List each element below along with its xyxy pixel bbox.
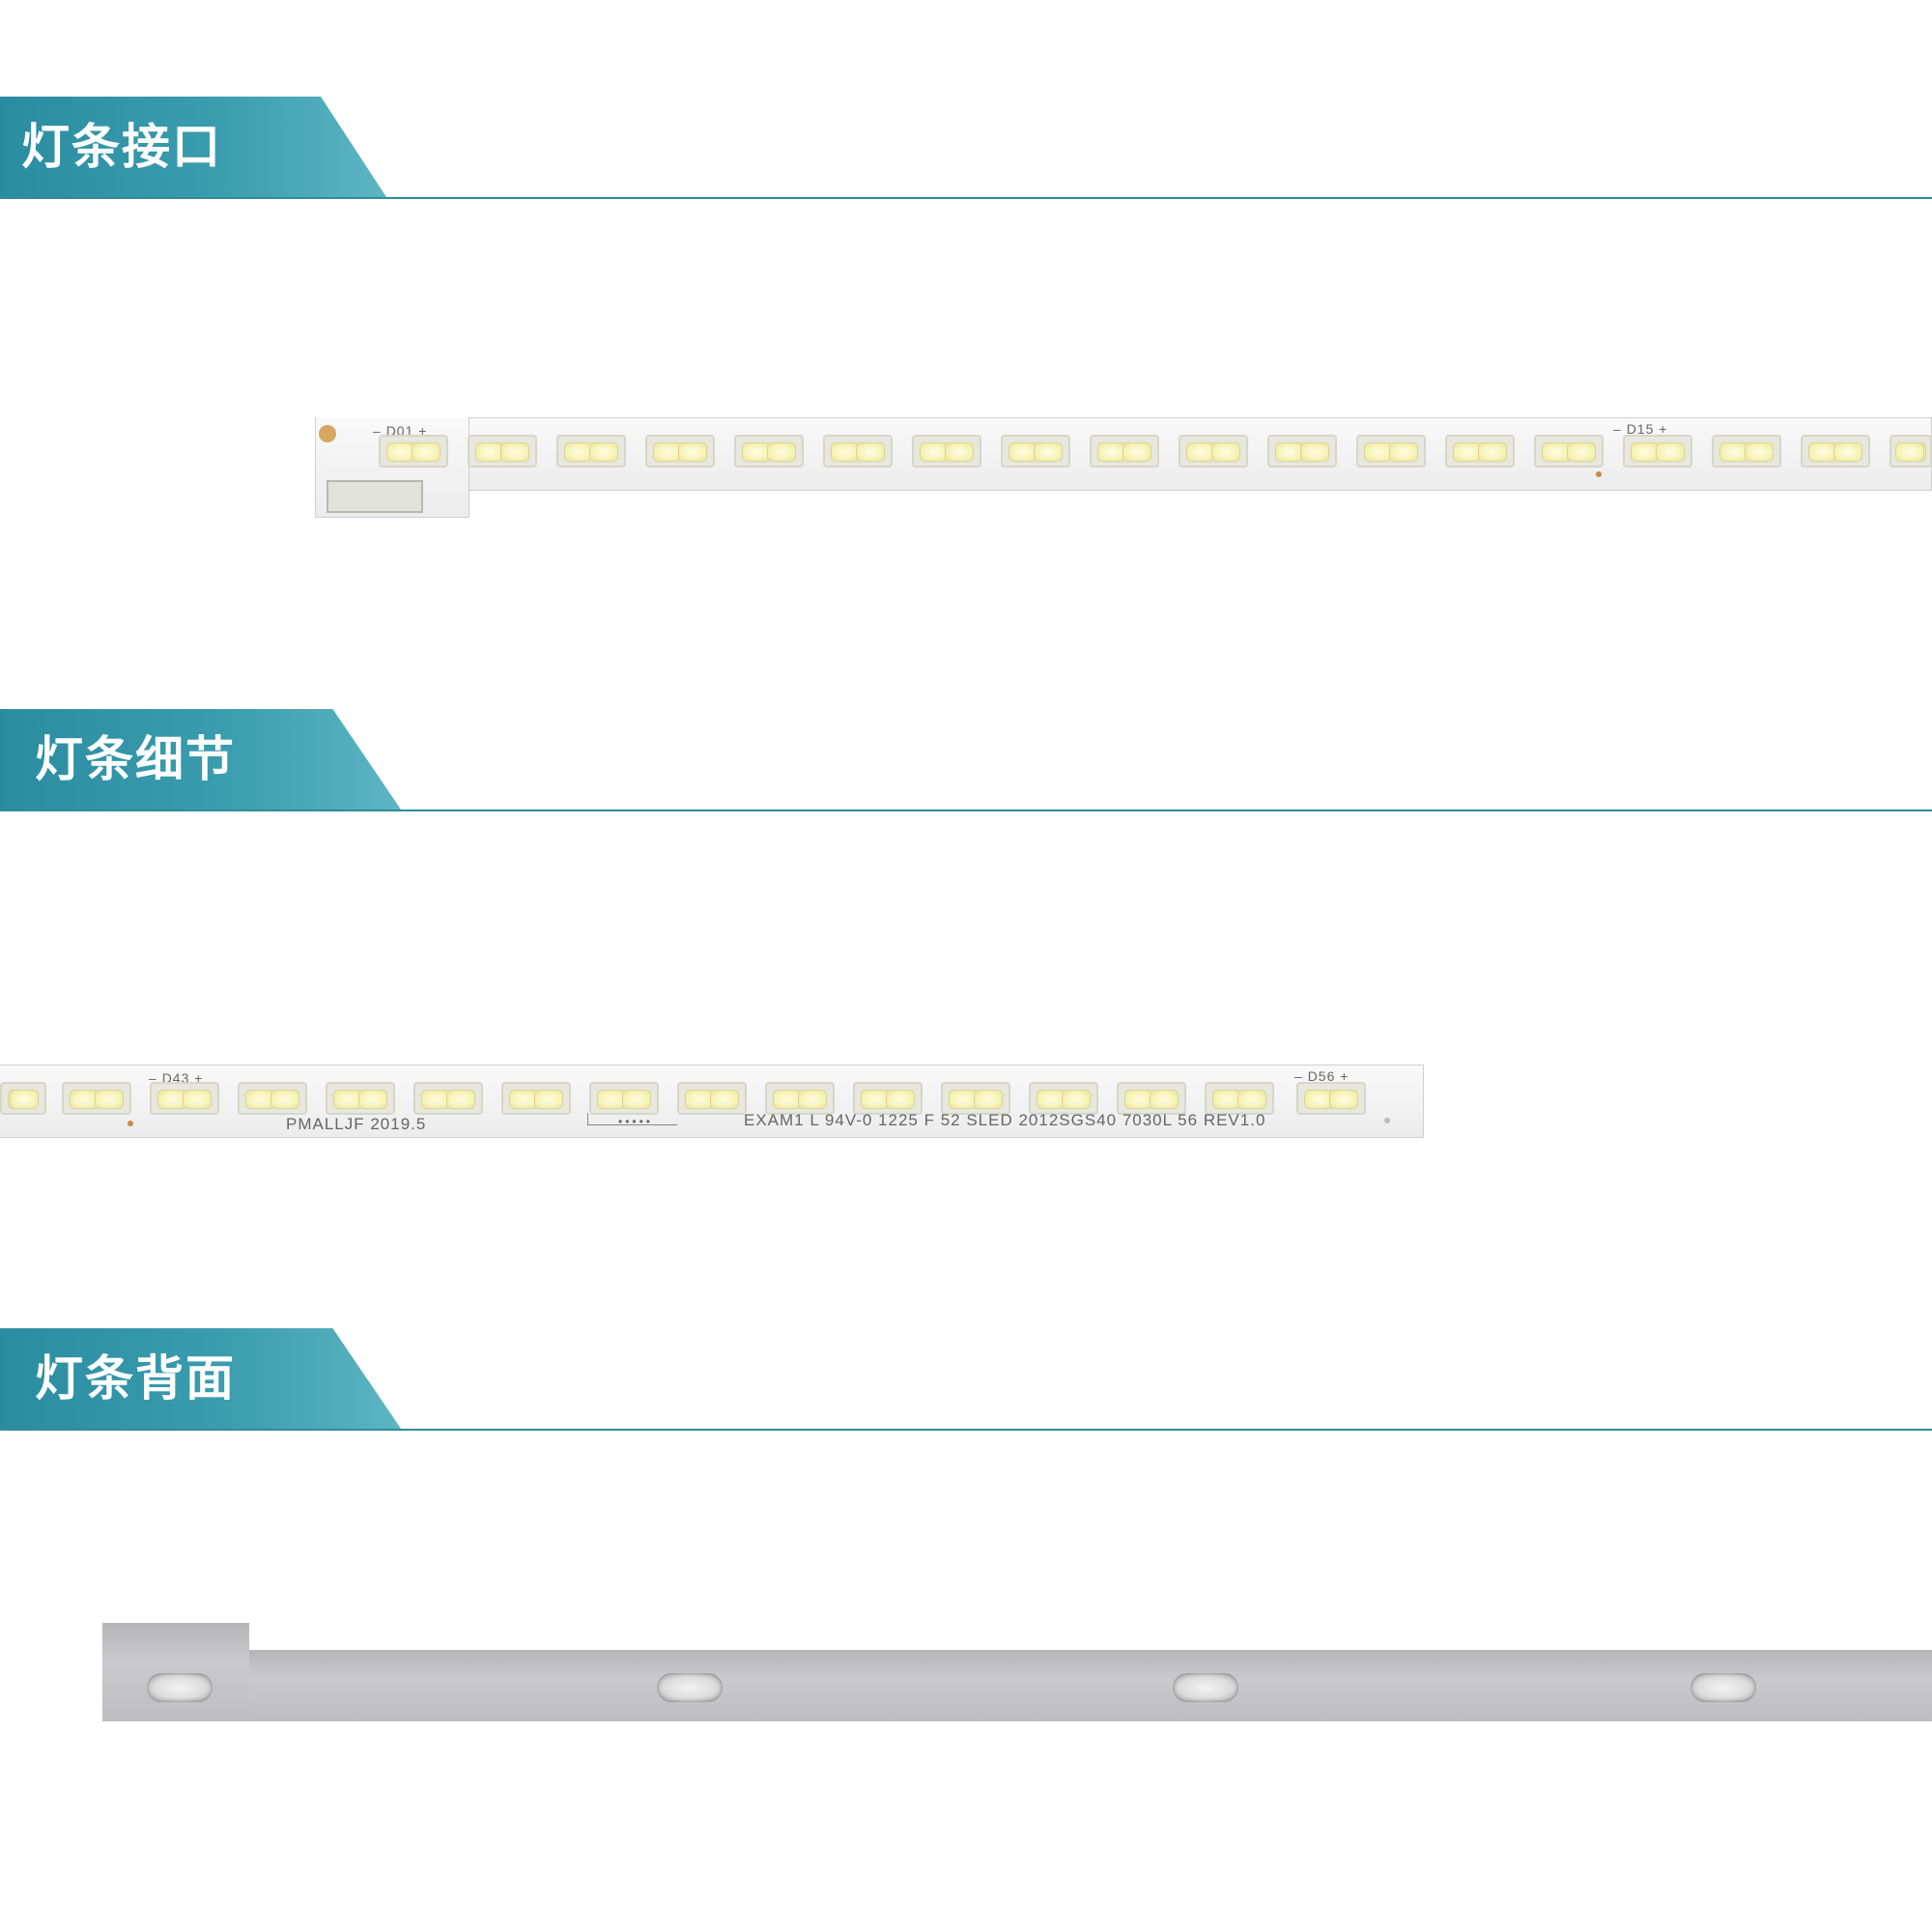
led: [1267, 435, 1337, 468]
led: [1534, 435, 1604, 468]
led: [677, 1082, 747, 1115]
mounting-hole: [657, 1673, 723, 1702]
led: [765, 1082, 835, 1115]
led: [941, 1082, 1010, 1115]
led: [1205, 1082, 1274, 1115]
solder-dot: [1596, 471, 1602, 477]
section-title: 灯条接口: [21, 119, 222, 175]
led: [1445, 435, 1515, 468]
mounting-dot: [1384, 1118, 1390, 1123]
section-header-interface: 灯条接口: [0, 97, 1932, 199]
led: [150, 1082, 219, 1115]
section-divider: [0, 810, 1932, 811]
led: [413, 1082, 483, 1115]
solder-dot: [128, 1121, 133, 1126]
led: [1117, 1082, 1186, 1115]
led: [853, 1082, 923, 1115]
led-marker-d56: – D56 +: [1294, 1068, 1350, 1084]
led: [1090, 435, 1159, 468]
led: [556, 435, 626, 468]
led: [379, 435, 448, 468]
section-divider: [0, 1429, 1932, 1431]
pcb-print-date: PMALLJF 2019.5: [286, 1115, 427, 1133]
mounting-dot: [319, 425, 336, 442]
section-tab: [0, 1328, 401, 1429]
led: [589, 1082, 659, 1115]
led: [1179, 435, 1248, 468]
section-header-back: 灯条背面: [0, 1328, 1932, 1431]
section-title: 灯条背面: [35, 1350, 236, 1406]
marker-label: D15: [1626, 421, 1655, 437]
led: [1623, 435, 1692, 468]
led: [1889, 435, 1932, 468]
connector-socket: [327, 480, 423, 513]
mounting-hole: [1173, 1673, 1238, 1702]
led: [238, 1082, 307, 1115]
led: [823, 435, 893, 468]
led: [1029, 1082, 1098, 1115]
section-tab: [0, 97, 386, 197]
led: [62, 1082, 131, 1115]
aluminum-back-tab: [102, 1623, 249, 1721]
led: [912, 435, 981, 468]
led: [1712, 435, 1781, 468]
pcb-print-spec: EXAM1 L 94V-0 1225 F 52 SLED 2012SGS40 7…: [744, 1111, 1266, 1129]
section-header-detail: 灯条细节: [0, 709, 1932, 811]
mounting-hole: [1690, 1673, 1756, 1702]
led: [645, 435, 715, 468]
led: [1801, 435, 1870, 468]
led: [501, 1082, 571, 1115]
led: [468, 435, 537, 468]
led: [326, 1082, 395, 1115]
led-marker-d15: – D15 +: [1613, 421, 1668, 437]
section-divider: [0, 197, 1932, 199]
section-tab: [0, 709, 401, 810]
marker-label: D56: [1307, 1068, 1336, 1084]
aluminum-back: [102, 1650, 1932, 1721]
led: [0, 1082, 46, 1115]
pcb-print-bracket: [587, 1113, 677, 1125]
mounting-hole: [147, 1673, 213, 1702]
led: [734, 435, 804, 468]
led: [1296, 1082, 1366, 1115]
led: [1001, 435, 1070, 468]
section-title: 灯条细节: [35, 731, 236, 787]
led: [1356, 435, 1426, 468]
